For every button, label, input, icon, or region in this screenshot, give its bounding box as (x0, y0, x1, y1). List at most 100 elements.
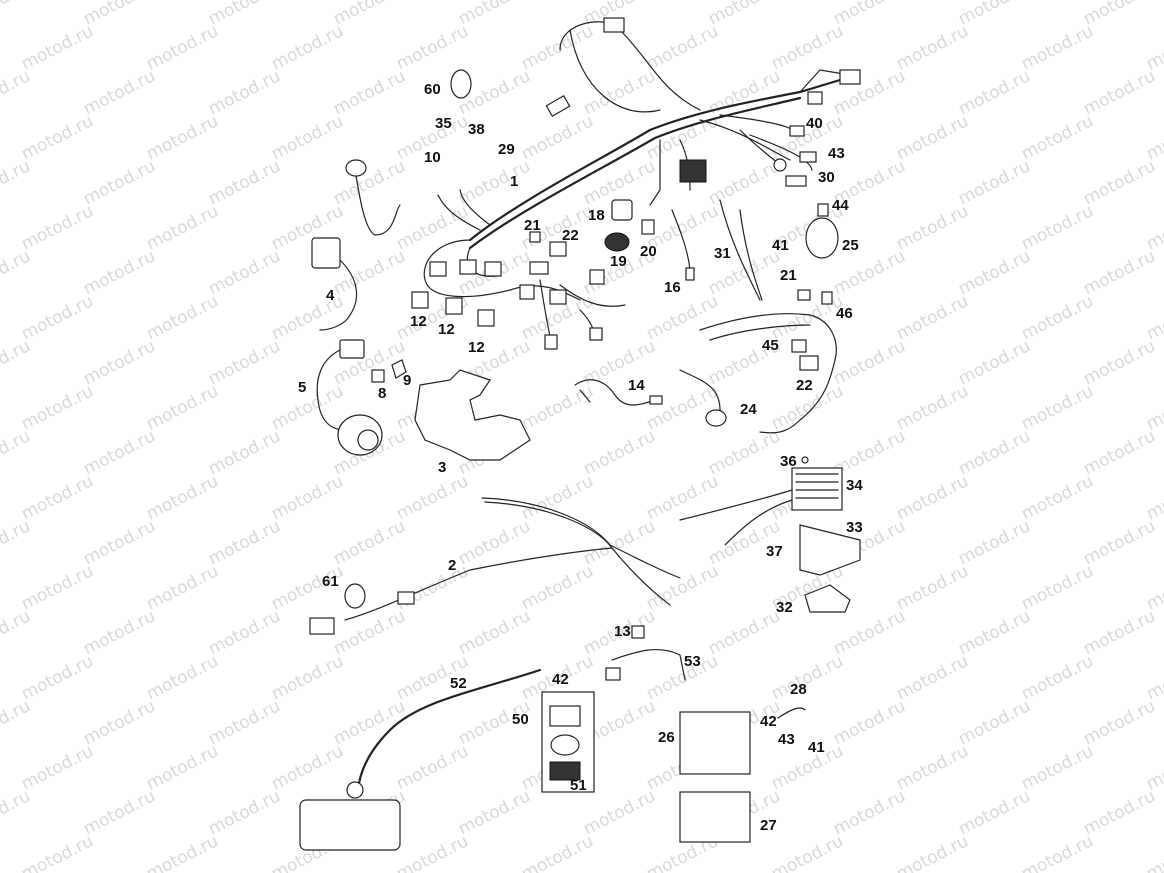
watermark-text: motod.ru (205, 516, 284, 569)
callout-41a: 41 (772, 237, 789, 254)
sensor-16 (685, 267, 695, 281)
watermark-text: motod.ru (205, 426, 284, 479)
watermark-text: motod.ru (518, 21, 597, 74)
watermark-text: motod.ru (80, 426, 159, 479)
watermark-text: motod.ru (455, 606, 534, 659)
watermark-text: motod.ru (1018, 201, 1097, 254)
watermark-text: motod.ru (18, 201, 97, 254)
watermark-text: motod.ru (0, 516, 34, 569)
relay-group (411, 291, 495, 327)
callout-29: 29 (498, 141, 515, 158)
watermark-text: motod.ru (830, 696, 909, 749)
callout-1: 1 (510, 173, 518, 190)
part-13 (631, 625, 645, 639)
watermark-text: motod.ru (580, 516, 659, 569)
watermark-text: motod.ru (1080, 426, 1159, 479)
watermark-text: motod.ru (1018, 21, 1097, 74)
part-9 (391, 359, 407, 379)
watermark-text: motod.ru (830, 246, 909, 299)
watermark-text: motod.ru (18, 471, 97, 524)
watermark-text: motod.ru (705, 0, 784, 29)
watermark-text: motod.ru (955, 246, 1034, 299)
watermark-text: motod.ru (18, 561, 97, 614)
watermark-text: motod.ru (955, 66, 1034, 119)
watermark-text: motod.ru (893, 21, 972, 74)
callout-12a: 12 (410, 313, 427, 330)
watermark-text: motod.ru (893, 741, 972, 794)
watermark-text: motod.ru (830, 786, 909, 839)
callout-19: 19 (610, 253, 627, 270)
battery-box-27 (679, 791, 751, 843)
watermark-text: motod.ru (955, 336, 1034, 389)
callout-60: 60 (424, 81, 441, 98)
callout-5: 5 (298, 379, 306, 396)
callout-40: 40 (806, 115, 823, 132)
callout-28: 28 (790, 681, 807, 698)
watermark-text: motod.ru (330, 606, 409, 659)
watermark-text: motod.ru (393, 741, 472, 794)
watermark-text: motod.ru (1143, 831, 1164, 873)
watermark-text: motod.ru (1080, 606, 1159, 659)
watermark-text: motod.ru (955, 516, 1034, 569)
watermark-text: motod.ru (955, 156, 1034, 209)
callout-30: 30 (818, 169, 835, 186)
watermark-text: motod.ru (455, 0, 534, 29)
watermark-text: motod.ru (143, 561, 222, 614)
bracket-33 (799, 524, 861, 576)
watermark-text: motod.ru (893, 831, 972, 873)
watermark-text: motod.ru (893, 111, 972, 164)
watermark-text: motod.ru (80, 66, 159, 119)
watermark-text: motod.ru (455, 156, 534, 209)
watermark-text: motod.ru (955, 606, 1034, 659)
watermark-text: motod.ru (205, 246, 284, 299)
cable-28 (777, 707, 806, 719)
watermark-text: motod.ru (1143, 201, 1164, 254)
watermark-text: motod.ru (18, 651, 97, 704)
callout-22b: 22 (796, 377, 813, 394)
callout-43a: 43 (828, 145, 845, 162)
watermark-text: motod.ru (1143, 291, 1164, 344)
watermark-text: motod.ru (1018, 471, 1097, 524)
harness-2 (309, 497, 681, 635)
watermark-text: motod.ru (143, 381, 222, 434)
watermark-text: motod.ru (268, 741, 347, 794)
callout-61: 61 (322, 573, 339, 590)
watermark-text: motod.ru (18, 111, 97, 164)
watermark-text: motod.ru (455, 516, 534, 569)
watermark-text: motod.ru (1080, 66, 1159, 119)
watermark-text: motod.ru (268, 651, 347, 704)
watermark-text: motod.ru (18, 21, 97, 74)
watermark-text: motod.ru (393, 471, 472, 524)
watermark-text: motod.ru (955, 786, 1034, 839)
watermark-text: motod.ru (143, 831, 222, 873)
callout-26: 26 (658, 729, 675, 746)
watermark-text: motod.ru (393, 831, 472, 873)
callout-3: 3 (438, 459, 446, 476)
switch-5 (316, 339, 383, 456)
callout-44: 44 (832, 197, 849, 214)
callout-12c: 12 (468, 339, 485, 356)
watermark-text: motod.ru (80, 606, 159, 659)
watermark-text: motod.ru (1143, 741, 1164, 794)
watermark-text: motod.ru (643, 381, 722, 434)
watermark-text: motod.ru (1018, 741, 1097, 794)
watermark-text: motod.ru (1018, 651, 1097, 704)
wire-16 (671, 209, 691, 271)
plate-32 (804, 584, 851, 613)
watermark-text: motod.ru (330, 516, 409, 569)
watermark-text: motod.ru (893, 471, 972, 524)
watermark-text: motod.ru (0, 156, 34, 209)
watermark-text: motod.ru (1143, 381, 1164, 434)
watermark-text: motod.ru (18, 831, 97, 873)
regulator-wires (679, 489, 793, 546)
watermark-text: motod.ru (0, 786, 34, 839)
callout-24: 24 (740, 401, 757, 418)
watermark-text: motod.ru (1080, 246, 1159, 299)
watermark-text: motod.ru (393, 561, 472, 614)
part-22 (549, 241, 567, 257)
watermark-text: motod.ru (330, 0, 409, 29)
callout-32: 32 (776, 599, 793, 616)
main-harness (423, 17, 861, 350)
callout-10: 10 (424, 149, 441, 166)
